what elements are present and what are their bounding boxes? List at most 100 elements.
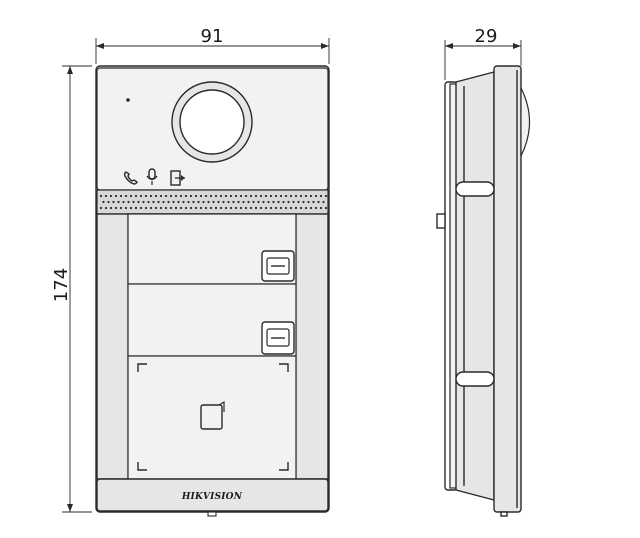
grille-hole (174, 206, 178, 210)
grille-hole (167, 200, 170, 204)
grille-hole (154, 206, 158, 210)
grille-hole (214, 206, 218, 210)
grille-hole (194, 194, 198, 198)
grille-hole (184, 206, 188, 210)
grille-hole (249, 206, 253, 210)
grille-hole (247, 200, 250, 204)
grille-hole (134, 194, 138, 198)
grille-hole (234, 206, 238, 210)
call-button-2[interactable] (127, 283, 297, 357)
grille-hole (199, 206, 203, 210)
grille-hole (184, 194, 188, 198)
grille-hole (169, 194, 173, 198)
grille-hole (294, 206, 298, 210)
side-view: 29 (436, 26, 530, 517)
grille-hole (287, 200, 290, 204)
grille-hole (254, 194, 258, 198)
grille-hole (299, 194, 303, 198)
grille-hole (179, 194, 183, 198)
grille-hole (239, 194, 243, 198)
grille-hole (199, 194, 203, 198)
grille-hole (189, 206, 193, 210)
grille-hole (284, 206, 288, 210)
grille-hole (229, 194, 233, 198)
upper-latch (455, 181, 495, 197)
grille-hole (99, 194, 103, 198)
grille-hole (239, 206, 243, 210)
grille-hole (204, 194, 208, 198)
grille-hole (322, 200, 325, 204)
grille-hole (214, 194, 218, 198)
grille-hole (304, 206, 308, 210)
grille-hole (134, 206, 138, 210)
grille-hole (207, 200, 210, 204)
grille-hole (159, 206, 163, 210)
grille-hole (234, 194, 238, 198)
grille-hole (119, 194, 123, 198)
width-dimension-label: 91 (201, 26, 224, 47)
grille-hole (139, 206, 143, 210)
grille-hole (109, 194, 113, 198)
grille-hole (129, 194, 133, 198)
grille-hole (149, 206, 153, 210)
grille-hole (279, 194, 283, 198)
grille-hole (324, 194, 328, 198)
side-bottom-tab (500, 511, 508, 517)
call-button-1[interactable] (127, 213, 297, 285)
grille-hole (164, 206, 168, 210)
side-body (455, 71, 495, 501)
grille-hole (237, 200, 240, 204)
grille-hole (279, 206, 283, 210)
grille-hole (294, 194, 298, 198)
grille-hole (267, 200, 270, 204)
grille-hole (314, 194, 318, 198)
grille-hole (274, 206, 278, 210)
grille-hole (242, 200, 245, 204)
bottom-screw (207, 511, 217, 517)
grille-hole (119, 206, 123, 210)
grille-hole (182, 200, 185, 204)
grille-hole (164, 194, 168, 198)
grille-hole (222, 200, 225, 204)
grille-hole (232, 200, 235, 204)
grille-hole (219, 206, 223, 210)
brand-bar (96, 478, 329, 512)
grille-hole (297, 200, 300, 204)
front-view: 91 174 (51, 26, 330, 517)
depth-dimension: 29 (444, 26, 522, 80)
door-open-icon (170, 170, 185, 186)
grille-hole (277, 200, 280, 204)
grille-hole (299, 206, 303, 210)
grille-hole (129, 206, 133, 210)
grille-hole (102, 200, 105, 204)
grille-hole (99, 206, 103, 210)
grille-hole (194, 206, 198, 210)
grille-hole (139, 194, 143, 198)
grille-hole (259, 206, 263, 210)
grille-hole (264, 194, 268, 198)
grille-hole (109, 206, 113, 210)
grille-hole (197, 200, 200, 204)
grille-hole (104, 194, 108, 198)
phone-icon (123, 171, 138, 185)
height-dimension: 174 (51, 65, 92, 513)
grille-hole (217, 200, 220, 204)
depth-dimension-label: 29 (475, 26, 498, 47)
camera-lens (171, 81, 253, 163)
grille-hole (229, 206, 233, 210)
grille-hole (114, 194, 118, 198)
grille-hole (189, 194, 193, 198)
grille-hole (159, 194, 163, 198)
grille-hole (122, 200, 125, 204)
grille-hole (309, 206, 313, 210)
grille-hole (107, 200, 110, 204)
grille-hole (219, 194, 223, 198)
card-reader-area[interactable] (127, 355, 297, 480)
grille-hole (272, 200, 275, 204)
side-screw (436, 213, 446, 229)
grille-hole (224, 206, 228, 210)
grille-hole (257, 200, 260, 204)
grille-hole (169, 206, 173, 210)
grille-hole (274, 194, 278, 198)
grille-hole (162, 200, 165, 204)
